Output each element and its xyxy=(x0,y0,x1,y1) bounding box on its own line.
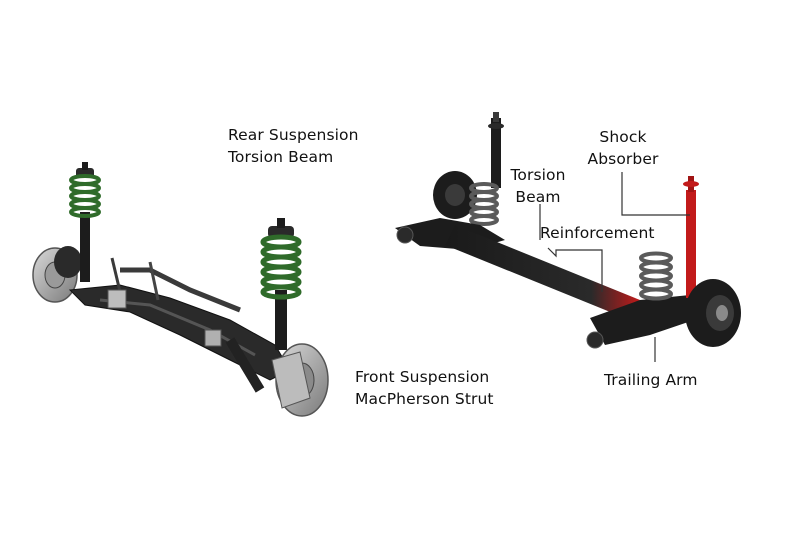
rear-right-coil-spring xyxy=(639,251,673,301)
rear-right-shock-absorber xyxy=(683,176,699,298)
rear-left-drum xyxy=(433,171,477,219)
label-front-suspension-line2: MacPherson Strut xyxy=(355,390,494,408)
rear-right-trailing-arm xyxy=(590,295,700,345)
label-torsion-beam-line1: Torsion xyxy=(510,166,566,184)
rear-suspension-assembly xyxy=(395,112,741,349)
label-torsion-beam-line2: Beam xyxy=(515,188,561,206)
front-right-coil-spring xyxy=(260,234,302,300)
label-rear-suspension-line2: Torsion Beam xyxy=(228,148,334,166)
front-right-brake-disc xyxy=(271,343,329,417)
label-shock-absorber-line1: Shock xyxy=(599,128,647,146)
label-rear-suspension-line1: Rear Suspension xyxy=(228,126,359,144)
label-rear-suspension: Rear Suspension Torsion Beam xyxy=(228,124,359,168)
label-trailing-arm: Trailing Arm xyxy=(604,371,698,389)
leader-reinforcement xyxy=(547,247,603,292)
torsion-beam xyxy=(445,225,640,318)
label-shock-absorber: Shock Absorber xyxy=(583,126,663,170)
label-front-suspension: Front Suspension MacPherson Strut xyxy=(355,366,494,410)
leader-shock-absorber xyxy=(621,172,690,216)
front-subframe xyxy=(68,257,291,393)
front-left-coil-spring xyxy=(69,174,101,218)
rear-left-coil-spring xyxy=(469,182,499,226)
front-left-brake-disc xyxy=(32,246,82,303)
leader-lines xyxy=(539,172,690,362)
label-front-suspension-line1: Front Suspension xyxy=(355,368,490,386)
label-torsion-beam: Torsion Beam xyxy=(503,164,573,208)
label-reinforcement: Reinforcement xyxy=(540,224,655,242)
label-shock-absorber-line2: Absorber xyxy=(587,150,659,168)
rear-left-shock xyxy=(488,112,504,188)
rear-right-drum xyxy=(685,279,741,347)
front-suspension-assembly xyxy=(32,162,329,417)
